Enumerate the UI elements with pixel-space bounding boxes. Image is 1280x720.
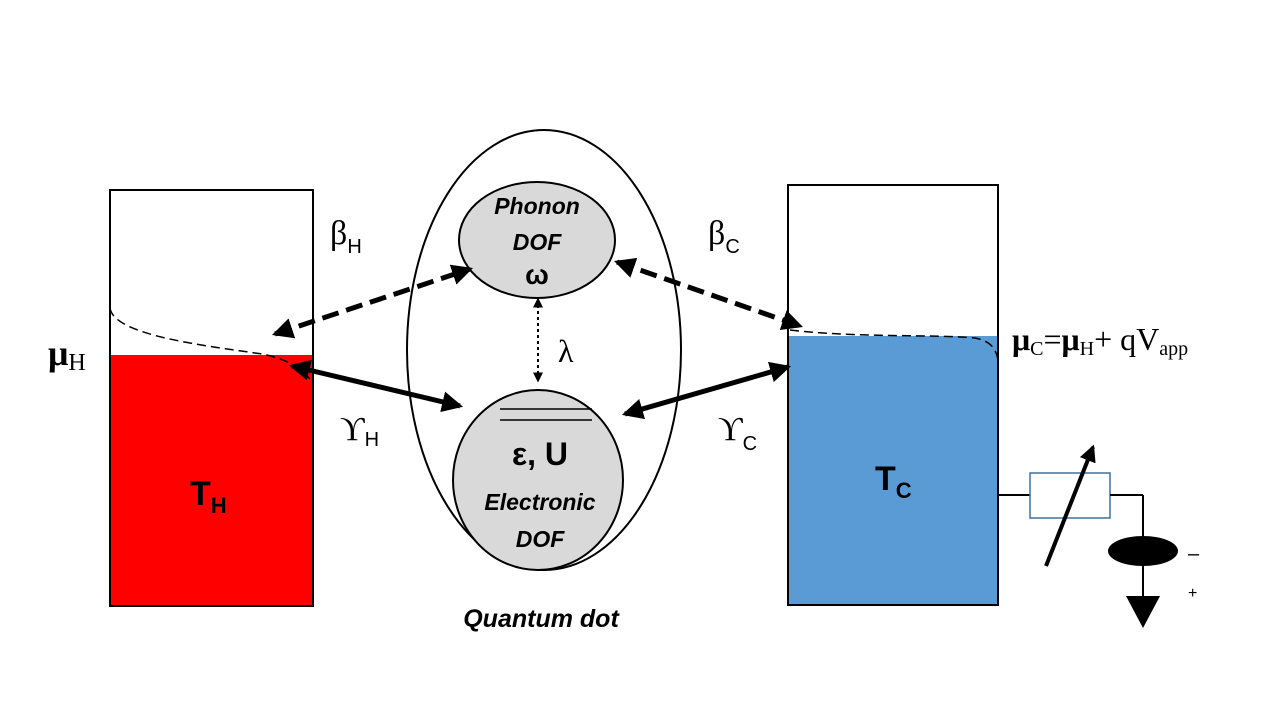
variable-resistor [1029, 472, 1111, 519]
phonon-node: Phonon DOF ω [458, 181, 616, 299]
quantum-dot: Phonon DOF ω ε, U Electronic DOF Quantum… [406, 129, 682, 633]
gamma-h-coupling-arrow [288, 359, 464, 413]
cold-reservoir-fill [789, 336, 997, 604]
gamma-c-coupling-arrow [621, 361, 792, 420]
beta-h-coupling-arrow [272, 264, 473, 339]
voltage-minus-label: – [1188, 543, 1200, 565]
hot-reservoir-fill [111, 355, 312, 605]
gamma-h-label: ϒH [340, 411, 379, 451]
gamma-c-label: ϒC [718, 411, 757, 455]
electronic-node: ε, U Electronic DOF [452, 389, 624, 571]
external-circuit: – + [998, 444, 1200, 628]
electronic-dof-circle [452, 389, 624, 571]
hot-temperature-label: TH [190, 475, 227, 518]
cold-temperature-label: TC [875, 460, 912, 503]
coupling-labels: βH βC ϒH ϒC λ [330, 215, 757, 455]
voltage-source [1108, 536, 1178, 566]
electronic-energy-symbol: ε, U [512, 436, 568, 472]
electronic-dof-label-line1: Electronic [484, 489, 595, 515]
cold-fermi-distribution [789, 329, 999, 361]
phonon-dof-label-line2: DOF [513, 229, 563, 255]
quantum-dot-label: Quantum dot [463, 605, 620, 633]
hot-reservoir: TH μH [48, 189, 314, 607]
hot-chemical-potential-label: μH [48, 333, 86, 376]
variable-resistor-arrow [1044, 444, 1096, 567]
beta-c-label: βC [708, 215, 740, 258]
phonon-dof-label-line1: Phonon [494, 193, 580, 219]
coupling-arrows [272, 257, 803, 420]
phonon-frequency-symbol: ω [525, 259, 549, 290]
beta-c-coupling-arrow [614, 257, 803, 331]
electronic-dof-label-line2: DOF [516, 526, 566, 552]
beta-h-label: βH [330, 215, 362, 258]
cold-chemical-potential-label: μC=μH+ qVapp [1012, 321, 1188, 360]
voltage-plus-label: + [1188, 585, 1197, 602]
lambda-label: λ [558, 333, 574, 369]
ground-symbol [1126, 596, 1160, 628]
